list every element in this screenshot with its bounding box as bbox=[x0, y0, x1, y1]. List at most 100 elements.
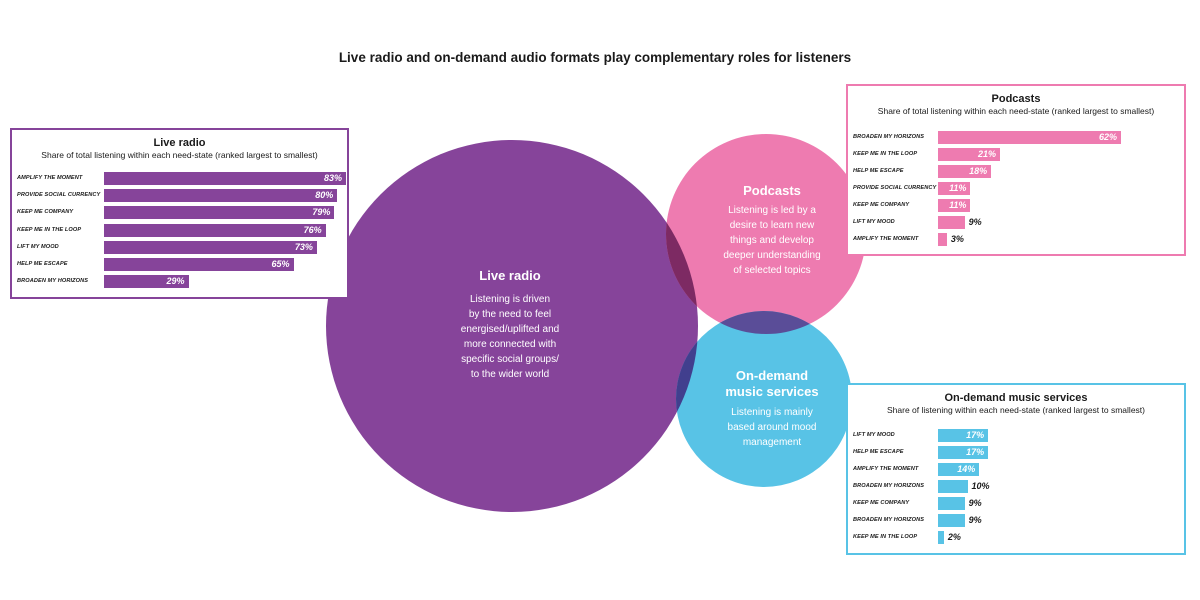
bar-row: KEEP ME IN THE LOOP 76% bbox=[12, 223, 347, 237]
bar bbox=[938, 497, 965, 510]
bar-value-label: 10% bbox=[971, 481, 990, 491]
bar-row: BROADEN MY HORIZONS 29% bbox=[12, 275, 347, 289]
bar bbox=[104, 223, 326, 237]
bar-category-label: HELP ME ESCAPE bbox=[17, 261, 68, 267]
bar-category-label: HELP ME ESCAPE bbox=[853, 168, 904, 174]
bar-value-label: 2% bbox=[947, 532, 961, 542]
venn-circle-live-radio bbox=[326, 140, 698, 512]
venn-line: specific social groups/ bbox=[461, 354, 559, 365]
venn-label-podcasts: Podcasts Listening is led by a desire to… bbox=[702, 183, 842, 278]
bar bbox=[938, 182, 971, 195]
bar-row: AMPLIFY THE MOMENT 3% bbox=[848, 233, 1184, 246]
bar-category-label: KEEP ME IN THE LOOP bbox=[853, 534, 918, 540]
venn-body-music: Listening is mainly based around mood ma… bbox=[702, 405, 842, 450]
venn-heading-live-radio: Live radio bbox=[479, 268, 541, 283]
podcasts-panel: Podcasts Share of total listening within… bbox=[846, 84, 1186, 256]
bar bbox=[104, 189, 338, 203]
venn-line: Listening is driven bbox=[469, 294, 551, 305]
bar bbox=[938, 199, 971, 212]
main-title: Live radio and on-demand audio formats p… bbox=[338, 50, 852, 65]
venn-body-live-radio: Listening is driven by the need to feel … bbox=[420, 292, 600, 382]
venn-heading-music: On-demand music services bbox=[702, 368, 842, 400]
bar-row: AMPLIFY THE MOMENT 14% bbox=[848, 463, 1184, 476]
bar-row: HELP ME ESCAPE 18% bbox=[848, 165, 1184, 178]
bar-row: BROADEN MY HORIZONS 9% bbox=[848, 514, 1184, 527]
bar-row: KEEP ME IN THE LOOP 2% bbox=[848, 531, 1184, 544]
bar-value-label: 29% bbox=[166, 276, 185, 287]
venn-line: Listening is led by a bbox=[728, 205, 816, 216]
bar-value-label: 14% bbox=[957, 464, 976, 474]
bar-category-label: PROVIDE SOCIAL CURRENCY bbox=[853, 185, 937, 191]
bar-category-label: AMPLIFY THE MOMENT bbox=[17, 175, 83, 181]
bar-category-label: HELP ME ESCAPE bbox=[853, 449, 904, 455]
bar-value-label: 62% bbox=[1098, 132, 1117, 142]
bar-row: AMPLIFY THE MOMENT 83% bbox=[12, 172, 347, 185]
venn-line: things and develop bbox=[730, 235, 814, 246]
venn-label-live-radio: Live radio Listening is driven by the ne… bbox=[420, 268, 600, 382]
bar-value-label: 79% bbox=[312, 207, 331, 218]
bar bbox=[938, 131, 1121, 144]
bar-value-label: 9% bbox=[968, 515, 982, 525]
bar-category-label: LIFT MY MOOD bbox=[17, 243, 59, 250]
venn-label-music: On-demand music services Listening is ma… bbox=[702, 368, 842, 450]
bar-category-label: AMPLIFY THE MOMENT bbox=[853, 236, 919, 242]
music-panel: On-demand music services Share of listen… bbox=[846, 383, 1186, 555]
venn-line: deeper understanding bbox=[723, 250, 821, 261]
panel-title: On-demand music services bbox=[944, 392, 1088, 404]
venn-line: to the wider world bbox=[470, 369, 550, 380]
bar bbox=[104, 172, 346, 185]
venn-circle-podcasts bbox=[666, 134, 866, 334]
bar-category-label: LIFT MY MOOD bbox=[853, 219, 895, 225]
bar-category-label: KEEP ME IN THE LOOP bbox=[17, 226, 82, 233]
venn-line: desire to learn new bbox=[729, 220, 815, 231]
panel-title: Podcasts bbox=[991, 93, 1041, 105]
bar bbox=[938, 165, 992, 178]
bar bbox=[938, 480, 968, 493]
bar bbox=[938, 531, 944, 544]
panel-subtitle: Share of total listening within each nee… bbox=[41, 150, 318, 160]
venn-line: of selected topics bbox=[733, 265, 811, 276]
bar-row: LIFT MY MOOD 9% bbox=[848, 216, 1184, 229]
bar-value-label: 83% bbox=[323, 173, 342, 183]
bar-value-label: 76% bbox=[303, 224, 322, 235]
venn-heading-line: On-demand bbox=[735, 368, 809, 383]
panel-title: Live radio bbox=[153, 137, 206, 149]
bar-value-label: 73% bbox=[294, 241, 313, 252]
bar-category-label: BROADEN MY HORIZONS bbox=[853, 483, 925, 489]
bar-value-label: 18% bbox=[969, 166, 988, 176]
venn-line: more connected with bbox=[463, 339, 557, 350]
bar-category-label: BROADEN MY HORIZONS bbox=[17, 278, 89, 285]
bar-value-label: 65% bbox=[271, 259, 290, 269]
bar bbox=[104, 258, 294, 271]
bar bbox=[104, 240, 317, 254]
live-radio-panel: Live radio Share of total listening with… bbox=[10, 128, 349, 299]
bar-value-label: 11% bbox=[949, 200, 967, 210]
venn-body-podcasts: Listening is led by a desire to learn ne… bbox=[702, 203, 842, 278]
bar-category-label: AMPLIFY THE MOMENT bbox=[853, 466, 919, 472]
bar-category-label: KEEP ME IN THE LOOP bbox=[853, 151, 918, 157]
bar-value-label: 17% bbox=[966, 430, 985, 440]
bar-category-label: PROVIDE SOCIAL CURRENCY bbox=[17, 192, 101, 199]
bar-row: LIFT MY MOOD 73% bbox=[12, 240, 347, 254]
bar-row: BROADEN MY HORIZONS 62% bbox=[848, 131, 1184, 144]
bar-category-label: BROADEN MY HORIZONS bbox=[853, 517, 925, 523]
bar bbox=[938, 216, 965, 229]
bar bbox=[938, 514, 965, 527]
bar-value-label: 3% bbox=[950, 234, 964, 244]
bar-value-label: 21% bbox=[977, 149, 996, 159]
bar bbox=[938, 446, 989, 459]
bar-category-label: BROADEN MY HORIZONS bbox=[853, 134, 925, 140]
bar-value-label: 9% bbox=[968, 217, 982, 227]
podcasts-bars: BROADEN MY HORIZONS 62% KEEP ME IN THE LOO… bbox=[848, 86, 1184, 254]
panel-subtitle: Share of total listening within each nee… bbox=[877, 106, 1155, 116]
bar bbox=[938, 148, 1000, 161]
bar-value-label: 9% bbox=[968, 498, 982, 508]
bar-row: BROADEN MY HORIZONS 10% bbox=[848, 480, 1184, 493]
